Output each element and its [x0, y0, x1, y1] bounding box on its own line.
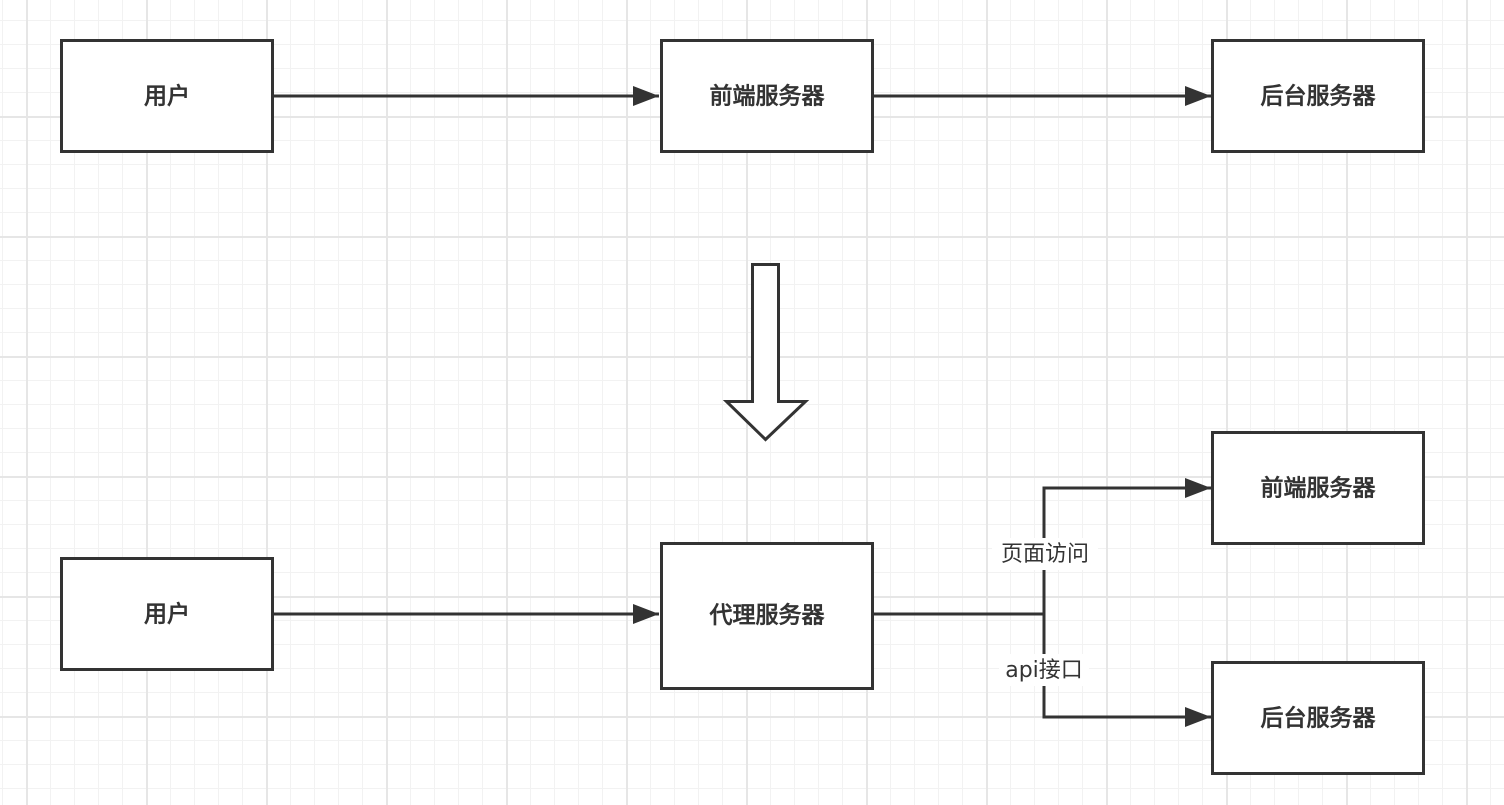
- edge-label-page-access: 页面访问: [992, 538, 1098, 570]
- top-flow: 用户 前端服务器 后台服务器: [60, 39, 1425, 153]
- arrowhead-branch-to-frontend: [1185, 478, 1211, 498]
- arrowhead-user-to-proxy: [633, 604, 659, 624]
- node-user-top-label: 用户: [144, 83, 190, 110]
- node-frontend-server-bottom[interactable]: 前端服务器: [1211, 431, 1425, 545]
- node-frontend-server-top[interactable]: 前端服务器: [660, 39, 874, 153]
- node-backend-server-top[interactable]: 后台服务器: [1211, 39, 1425, 153]
- node-backend-server-top-label: 后台服务器: [1261, 83, 1377, 110]
- node-frontend-server-bottom-label: 前端服务器: [1261, 475, 1377, 502]
- node-user-bottom[interactable]: 用户: [60, 557, 274, 671]
- node-backend-server-bottom[interactable]: 后台服务器: [1211, 661, 1425, 775]
- transform-down-arrow-icon: [722, 263, 810, 442]
- edge-branch-to-backend: [1042, 614, 1211, 719]
- node-proxy-server-label: 代理服务器: [709, 603, 826, 629]
- node-proxy-server[interactable]: 代理服务器: [660, 542, 874, 690]
- edge-label-api: api接口: [999, 654, 1089, 686]
- page-access-label: 页面访问: [1001, 542, 1089, 567]
- node-user-top[interactable]: 用户: [60, 39, 274, 153]
- node-user-bottom-label: 用户: [144, 601, 190, 628]
- edge-branch-to-frontend: [1042, 486, 1211, 614]
- arrowhead-branch-to-backend: [1185, 707, 1211, 727]
- api-interface-label: api接口: [1005, 658, 1083, 683]
- arrowhead-frontend-to-backend: [1185, 86, 1211, 106]
- bottom-flow: 页面访问 api接口 用户 代理服务器 前端服务器 后台服务器: [60, 431, 1425, 775]
- node-frontend-server-top-label: 前端服务器: [710, 83, 826, 110]
- node-backend-server-bottom-label: 后台服务器: [1261, 705, 1377, 732]
- arrowhead-user-to-frontend: [633, 86, 659, 106]
